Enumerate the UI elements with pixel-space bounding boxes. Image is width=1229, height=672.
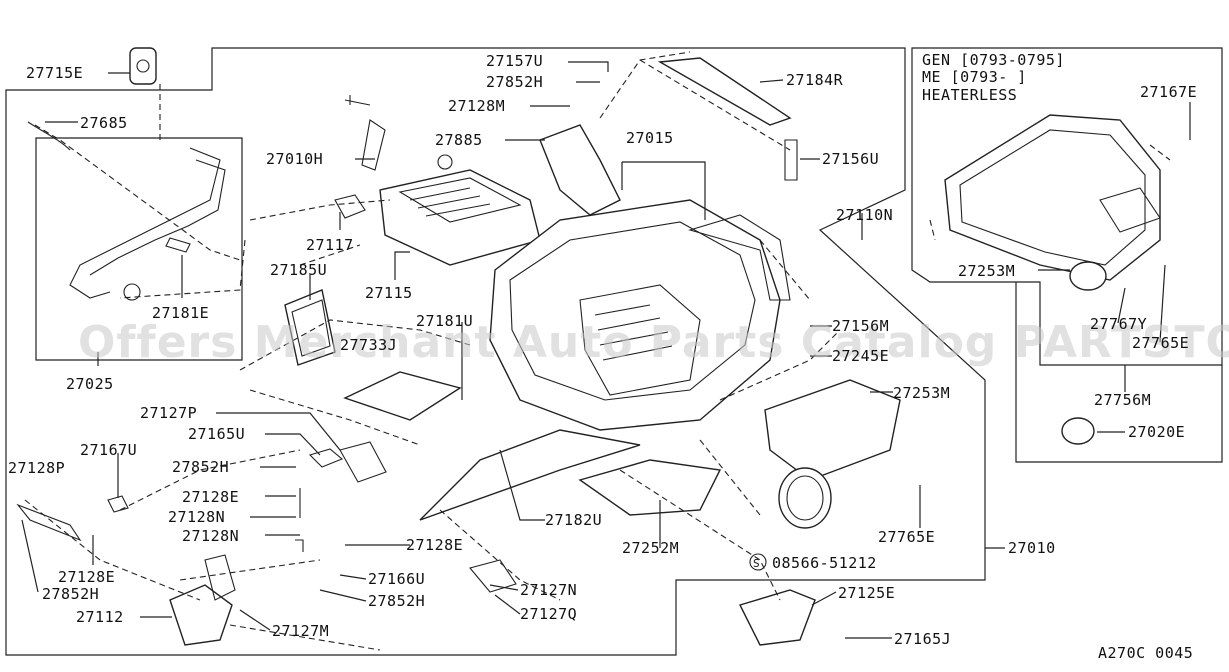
label-27015: 27015 <box>626 129 674 147</box>
label-27020e: 27020E <box>1128 423 1185 441</box>
label-27128p: 27128P <box>8 459 65 477</box>
label-27765e-bottom: 27765E <box>878 528 935 546</box>
bolt-symbol: S <box>753 557 760 570</box>
label-27852h-left: 27852H <box>42 585 99 603</box>
label-27112: 27112 <box>76 608 124 626</box>
label-27128e-a: 27128E <box>182 488 239 506</box>
heaterless-frame <box>911 47 1223 366</box>
rod-27128p <box>16 503 82 542</box>
label-27157u: 27157U <box>486 52 543 70</box>
label-27165u: 27165U <box>188 425 245 443</box>
note-me: ME [0793- ] <box>922 68 1027 86</box>
label-27245e: 27245E <box>832 347 889 365</box>
label-27685: 27685 <box>80 114 128 132</box>
figure-code: A270C 0045 <box>1098 644 1193 662</box>
label-27253m-right: 27253M <box>893 384 950 402</box>
label-27156u: 27156U <box>822 150 879 168</box>
label-27184r: 27184R <box>786 71 844 89</box>
watermark: Offers Merchant Auto Parts Catalog PARTS… <box>78 317 1229 368</box>
side-duct-27253m <box>764 379 901 481</box>
label-27165j: 27165J <box>894 630 951 648</box>
cap-27020e <box>1061 417 1095 445</box>
label-27127q: 27127Q <box>520 605 577 623</box>
label-27156m: 27156M <box>832 317 889 335</box>
hose-frame <box>35 137 243 361</box>
bracket-27125e <box>739 589 816 646</box>
label-27128n-b: 27128N <box>182 527 239 545</box>
label-27115: 27115 <box>365 284 413 302</box>
label-27010: 27010 <box>1008 539 1056 557</box>
lower-duct-27252m <box>578 459 722 516</box>
bar-27184r <box>657 57 792 126</box>
part-labels: 27715E 27685 27010H 27117 27181E 27025 2… <box>8 52 1197 648</box>
heater-hose <box>27 121 226 299</box>
label-27182u: 27182U <box>545 511 602 529</box>
bolt-symbol-circle <box>749 553 767 571</box>
label-27253m-box: 27253M <box>958 262 1015 280</box>
label-27127n: 27127N <box>520 581 577 599</box>
label-27010h: 27010H <box>266 150 323 168</box>
label-27025: 27025 <box>66 375 114 393</box>
label-27181u: 27181U <box>416 312 473 330</box>
main-frame <box>5 47 986 656</box>
heaterless-duct <box>944 114 1161 281</box>
label-27117: 27117 <box>306 236 354 254</box>
label-27181e: 27181E <box>152 304 209 322</box>
note-gen: GEN [0793-0795] <box>922 51 1065 69</box>
label-08566-51212: 08566-51212 <box>772 554 877 572</box>
heater-unit-27015 <box>489 199 781 431</box>
label-27852h-top: 27852H <box>486 73 543 91</box>
label-27128m: 27128M <box>448 97 505 115</box>
label-27252m: 27252M <box>622 539 679 557</box>
heaterless-outer-frame <box>1015 282 1223 463</box>
label-27167e: 27167E <box>1140 83 1197 101</box>
label-27852h-mid: 27852H <box>172 458 229 476</box>
label-27110n: 27110N <box>836 206 893 224</box>
valve-27010h <box>361 119 386 171</box>
label-27128n-a: 27128N <box>168 508 225 526</box>
label-27733j: 27733J <box>340 336 397 354</box>
note-heaterless: HEATERLESS <box>922 86 1017 104</box>
label-27185u: 27185U <box>270 261 327 279</box>
label-27128e-c: 27128E <box>58 568 115 586</box>
label-27852h-bot: 27852H <box>368 592 425 610</box>
label-27125e: 27125E <box>838 584 895 602</box>
label-27128e-b: 27128E <box>406 536 463 554</box>
duct-27885 <box>539 124 621 216</box>
label-27715e: 27715E <box>26 64 83 82</box>
heater-core-27115 <box>379 169 541 266</box>
label-27765e-box: 27765E <box>1132 334 1189 352</box>
actuator-27112 <box>169 584 233 646</box>
bracket-27156u <box>784 139 798 181</box>
lower-duct-27182u <box>419 429 641 521</box>
label-27166u: 27166U <box>368 570 425 588</box>
tray-27181u <box>343 371 462 421</box>
label-27167u: 27167U <box>80 441 137 459</box>
application-notes: GEN [0793-0795] ME [0793- ] HEATERLESS <box>922 51 1065 104</box>
label-27127p: 27127P <box>140 404 197 422</box>
label-27767y: 27767Y <box>1090 315 1147 333</box>
label-27756m: 27756M <box>1094 391 1151 409</box>
clip-27715e <box>129 47 157 85</box>
label-27885: 27885 <box>435 131 483 149</box>
label-27127m: 27127M <box>272 622 329 640</box>
